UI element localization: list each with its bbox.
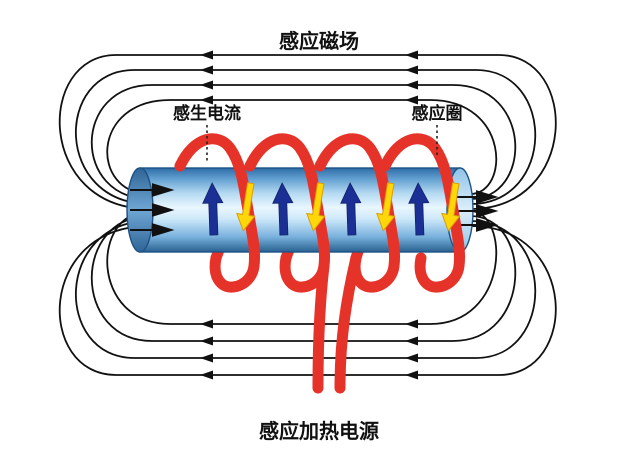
- induced-current-arrow-icon: [408, 182, 430, 236]
- induced-current-arrow-icon: [272, 182, 294, 236]
- field-arrow-icon: [200, 80, 213, 90]
- field-arrow-icon: [200, 370, 213, 380]
- coil-current-arrows: [236, 182, 461, 232]
- field-loop-top: [106, 99, 498, 195]
- field-arrow-icon: [405, 319, 418, 329]
- label-induction-coil: 感应圈: [412, 103, 463, 124]
- title-magnetic-field: 感应磁场: [279, 29, 359, 53]
- coil-current-arrow-icon: [236, 182, 256, 232]
- coil-current-arrow-icon: [306, 182, 326, 232]
- coil-turn: [174, 133, 260, 293]
- field-arrow-icon: [405, 50, 418, 60]
- field-arrow-icon: [405, 80, 418, 90]
- field-loop-top: [75, 69, 537, 205]
- induction-coil: [174, 133, 465, 394]
- field-loop-bottom: [91, 215, 517, 342]
- field-arrow-icon: [200, 353, 213, 363]
- field-loop-bottom: [75, 220, 537, 359]
- magnetic-field-lines: [58, 54, 557, 376]
- field-exit-arrow-icon: [476, 204, 499, 218]
- field-entry-arrow-icon: [152, 223, 175, 237]
- field-direction-arrows: [200, 50, 418, 380]
- field-entry-arrow-icon: [152, 203, 175, 217]
- field-arrow-icon: [200, 50, 213, 60]
- field-exit-arrow-icon: [476, 190, 499, 204]
- coil-turn: [314, 133, 400, 293]
- coil-current-arrow-icon: [441, 182, 461, 232]
- field-exit-arrow-icon: [476, 218, 499, 232]
- field-arrow-icon: [200, 336, 213, 346]
- coil-lead-wire: [334, 252, 362, 394]
- induced-current-arrow-icon: [340, 182, 362, 236]
- field-arrow-icon: [405, 353, 418, 363]
- field-loop-bottom: [106, 210, 498, 325]
- field-loop-top: [91, 84, 517, 200]
- field-loop-top: [58, 54, 557, 210]
- cylinder-body: [139, 167, 461, 253]
- coil-turn: [379, 133, 465, 293]
- field-arrow-icon: [200, 65, 213, 75]
- field-arrow-icon: [200, 95, 213, 105]
- coil-current-arrow-icon: [376, 182, 396, 232]
- induced-current-arrows: [202, 182, 430, 236]
- field-loop-bottom: [58, 225, 557, 376]
- field-entry-arrow-icon: [152, 183, 175, 197]
- induced-current-arrow-icon: [202, 182, 224, 236]
- label-power-source: 感应加热电源: [259, 419, 379, 443]
- field-arrow-icon: [405, 65, 418, 75]
- field-arrow-icon: [405, 336, 418, 346]
- coil-turn: [244, 133, 330, 293]
- field-arrow-icon: [405, 370, 418, 380]
- field-arrow-icon: [405, 95, 418, 105]
- label-induced-current: 感生电流: [173, 103, 241, 124]
- field-arrow-icon: [200, 319, 213, 329]
- field-entry-arrows: [130, 183, 175, 237]
- coil-lead-wire: [312, 260, 330, 394]
- leader-lines: [206, 125, 438, 161]
